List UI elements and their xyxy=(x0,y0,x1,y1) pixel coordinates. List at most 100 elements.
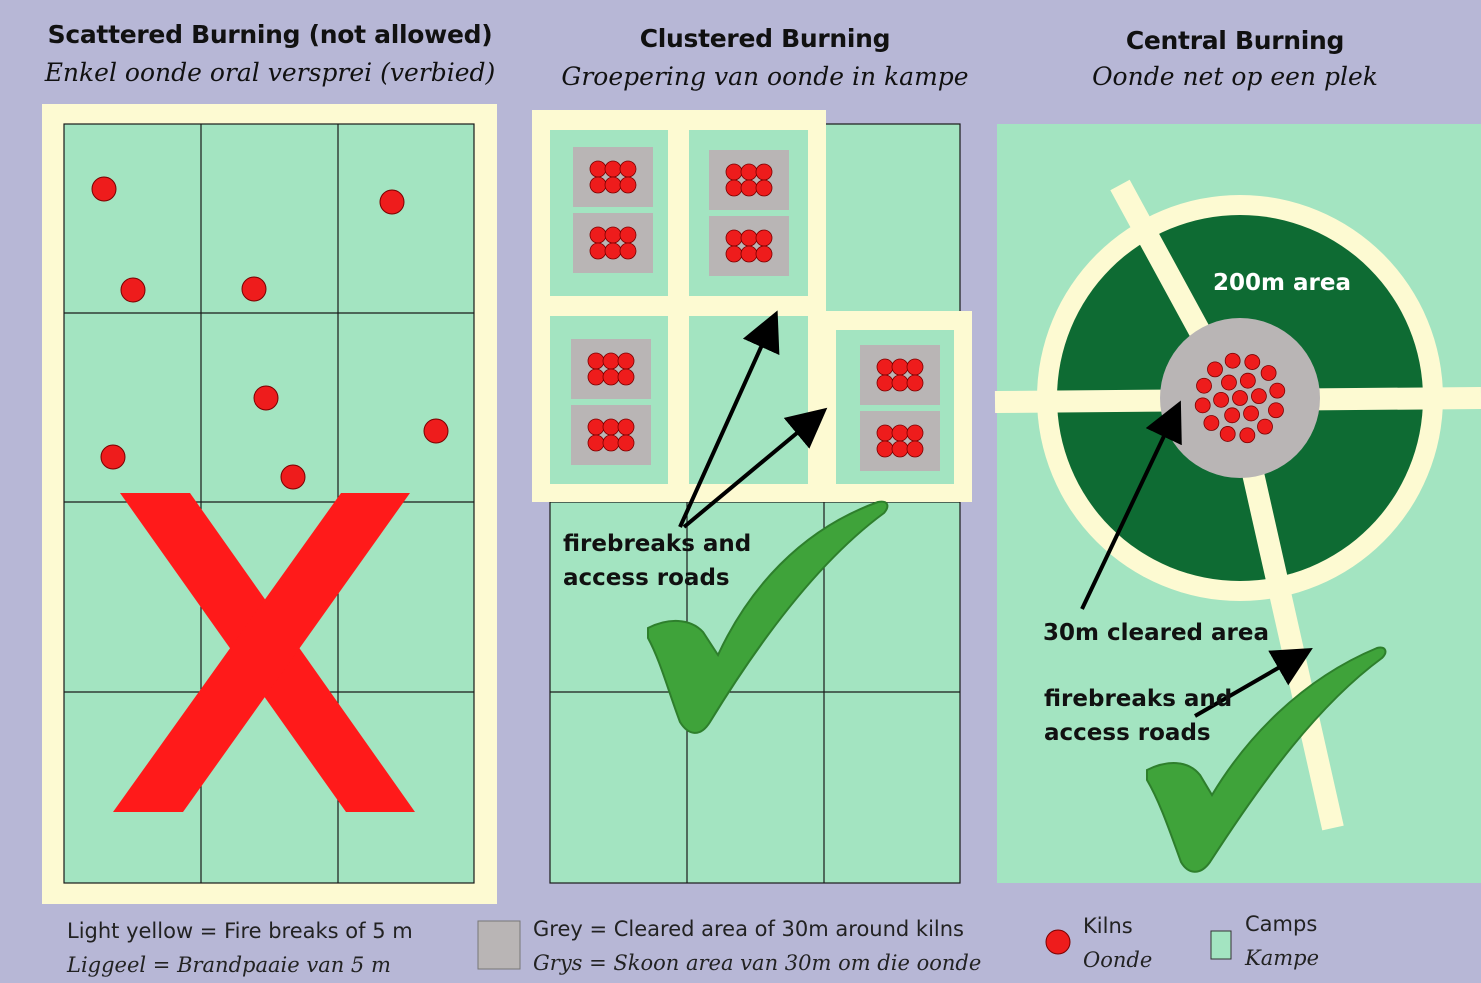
kiln-clusters xyxy=(587,160,924,458)
kiln-dot xyxy=(602,418,620,436)
legend-kiln-swatch xyxy=(1045,929,1071,955)
scattered-kilns xyxy=(91,176,449,490)
kiln-dot xyxy=(120,277,146,303)
kiln-dot xyxy=(91,176,117,202)
central-kilns xyxy=(1194,352,1286,444)
kiln-dot xyxy=(100,444,126,470)
legend-grey-af: Grys = Skoon area van 30m om die oonde xyxy=(533,951,982,975)
kiln-dot xyxy=(1243,405,1259,422)
firebreak-frame xyxy=(532,110,826,502)
kiln-dot xyxy=(1203,415,1220,431)
kiln-dot xyxy=(725,245,743,263)
kiln-dot xyxy=(1213,391,1229,408)
kiln-dot xyxy=(587,418,605,436)
central-panel xyxy=(994,124,1481,883)
scattered-panel xyxy=(42,104,497,904)
kiln-dot xyxy=(906,358,924,376)
kiln-dot xyxy=(906,424,924,442)
kiln-dot xyxy=(740,179,758,197)
clustered-panel xyxy=(532,110,972,884)
kiln-dot xyxy=(740,245,758,263)
kiln-dot xyxy=(725,179,743,197)
legend-yellow-en: Light yellow = Fire breaks of 5 m xyxy=(67,919,413,943)
kiln-dot xyxy=(602,352,620,370)
legend-grey-en: Grey = Cleared area of 30m around kilns xyxy=(533,917,964,941)
kiln-dot xyxy=(617,352,635,370)
kiln-dot xyxy=(1224,352,1241,369)
kiln-dot xyxy=(1269,382,1286,399)
legend-camps-af: Kampe xyxy=(1245,946,1319,970)
legend-camp-swatch xyxy=(1210,930,1232,960)
legend-yellow-af: Liggeel = Brandpaaie van 5 m xyxy=(67,953,391,977)
kiln-dot xyxy=(1268,402,1284,419)
panel-title-central: Central Burning xyxy=(1125,26,1345,55)
kiln-dot xyxy=(617,434,635,452)
firebreak-frame xyxy=(818,311,972,502)
kiln-dot xyxy=(423,418,449,444)
kiln-dot xyxy=(589,176,607,194)
kiln-dot xyxy=(280,464,306,490)
cleared-30m-label: 30m cleared area xyxy=(1043,620,1270,646)
kiln-dot xyxy=(602,368,620,386)
panel-title-clustered: Clustered Burning xyxy=(639,24,891,53)
kiln-dot xyxy=(876,374,894,392)
kiln-dot xyxy=(619,226,637,244)
kiln-dot xyxy=(891,424,909,442)
legend-camps-en: Camps xyxy=(1245,912,1318,936)
kiln-dot xyxy=(1244,354,1261,370)
kiln-dot xyxy=(1207,361,1223,378)
kiln-dot xyxy=(891,358,909,376)
kiln-dot xyxy=(876,440,894,458)
kiln-dot xyxy=(755,179,773,197)
panel-title-scattered: Scattered Burning (not allowed) xyxy=(47,20,493,49)
kiln-dot xyxy=(725,229,743,247)
panel-subtitle-clustered: Groepering van oonde in kampe xyxy=(561,62,969,91)
kiln-dot xyxy=(1239,372,1256,389)
kiln-dot xyxy=(1251,388,1267,405)
kiln-dot xyxy=(589,242,607,260)
kiln-dot xyxy=(604,226,622,244)
kiln-dot xyxy=(1260,365,1277,381)
kiln-dot xyxy=(241,276,267,302)
cleared-pads xyxy=(571,147,940,471)
kiln-dot xyxy=(602,434,620,452)
kiln-dot xyxy=(604,176,622,194)
kiln-dot xyxy=(725,163,743,181)
kiln-dot xyxy=(1257,418,1273,435)
panel-subtitle-central: Oonde net op een plek xyxy=(1092,62,1378,91)
green-check-icon xyxy=(1146,646,1387,873)
kiln-dot xyxy=(755,245,773,263)
kiln-dot xyxy=(604,242,622,260)
kiln-dot xyxy=(876,424,894,442)
firebreaks-label-central: firebreaks and access roads xyxy=(1044,686,1233,746)
kiln-dot xyxy=(587,434,605,452)
kiln-dot xyxy=(619,176,637,194)
green-check-icon xyxy=(647,500,889,734)
legend-grey-swatch xyxy=(477,920,521,970)
kiln-dot xyxy=(587,352,605,370)
kiln-dot xyxy=(253,385,279,411)
kiln-dot xyxy=(891,374,909,392)
kiln-dot xyxy=(740,229,758,247)
kiln-dot xyxy=(755,163,773,181)
panel-subtitle-scattered: Enkel oonde oral versprei (verbied) xyxy=(44,58,496,87)
kiln-dot xyxy=(906,440,924,458)
legend xyxy=(477,920,1232,970)
kiln-dot xyxy=(619,242,637,260)
kiln-dot xyxy=(589,160,607,178)
kiln-dot xyxy=(876,358,894,376)
red-cross-icon xyxy=(113,493,415,812)
kiln-dot xyxy=(589,226,607,244)
legend-kilns-af: Oonde xyxy=(1083,948,1153,972)
firebreaks-label-clustered: firebreaks and access roads xyxy=(563,531,752,591)
kiln-dot xyxy=(1232,390,1248,406)
kiln-dot xyxy=(1219,426,1236,442)
kiln-dot xyxy=(755,229,773,247)
kiln-dot xyxy=(617,368,635,386)
kiln-dot xyxy=(1196,377,1212,394)
area-200m-label: 200m area xyxy=(1213,270,1351,296)
kiln-dot xyxy=(379,189,405,215)
legend-kilns-en: Kilns xyxy=(1083,914,1133,938)
kiln-dot xyxy=(1224,407,1241,424)
